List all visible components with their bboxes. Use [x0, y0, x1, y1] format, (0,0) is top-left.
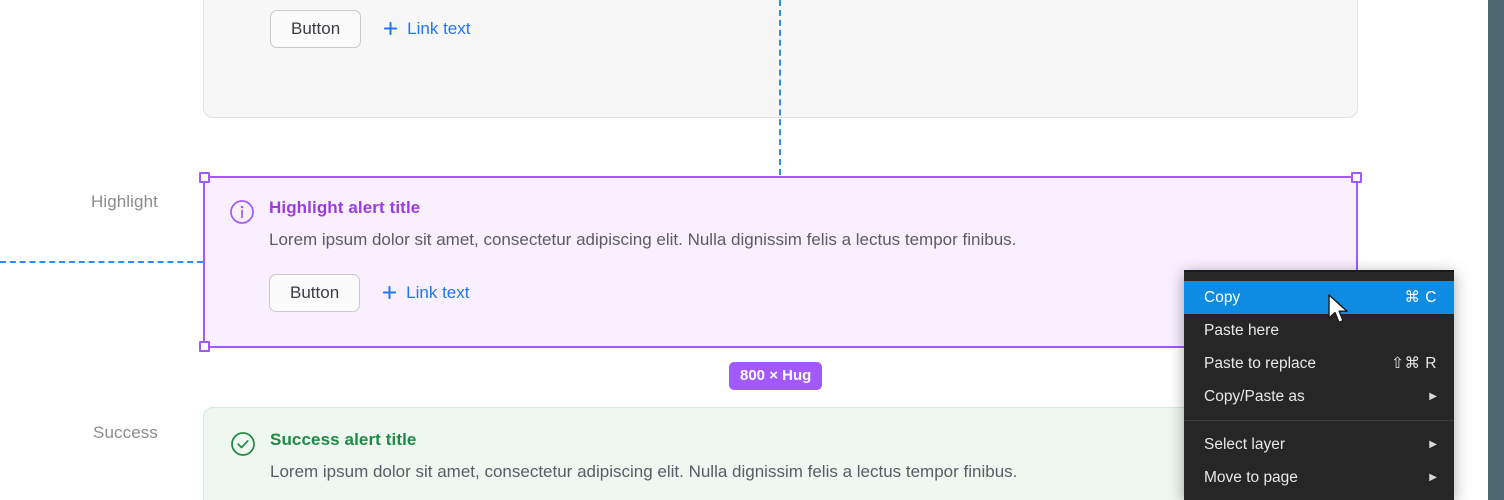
right-edge-strip	[1488, 0, 1504, 500]
menu-item-label: Paste to replace	[1204, 354, 1317, 372]
alert-content: Lorem ipsum dolor sit amet, consectetur …	[230, 0, 1331, 48]
plus-icon	[384, 21, 398, 36]
alert-link[interactable]: Link text	[383, 19, 470, 39]
context-menu[interactable]: Copy ⌘ C Paste here Paste to replace ⇧⌘ …	[1184, 270, 1454, 500]
alert-body: Lorem ipsum dolor sit amet, consectetur …	[270, 0, 1331, 48]
menu-item-shortcut: ⇧⌘ R	[1391, 355, 1437, 372]
row-label-success: Success	[93, 423, 158, 442]
menu-item-label: Paste here	[1204, 321, 1279, 339]
alert-description: Lorem ipsum dolor sit amet, consectetur …	[270, 462, 1018, 481]
menu-item-label: Move to page	[1204, 468, 1298, 486]
context-menu-item-move-to-page[interactable]: Move to page ▶	[1184, 461, 1454, 494]
alert-button[interactable]: Button	[270, 9, 362, 48]
alert-link-label: Link text	[407, 18, 471, 38]
context-menu-item-paste-to-replace[interactable]: Paste to replace ⇧⌘ R	[1184, 347, 1454, 380]
submenu-arrow-icon: ▶	[1429, 438, 1437, 450]
submenu-arrow-icon: ▶	[1429, 471, 1437, 483]
alert-actions: Button Link text	[269, 273, 1332, 312]
vertical-guide-line	[779, 0, 781, 175]
selection-size-badge: 800 × Hug	[729, 362, 823, 390]
menu-item-shortcut: ⌘ C	[1404, 289, 1437, 306]
mouse-cursor	[1328, 294, 1350, 331]
alert-title: Success alert title	[270, 430, 417, 449]
plus-icon	[383, 285, 397, 300]
context-menu-item-paste-here[interactable]: Paste here	[1184, 314, 1454, 347]
alert-card-success[interactable]: Success alert title Lorem ipsum dolor si…	[203, 407, 1358, 500]
alert-link-label: Link text	[406, 282, 470, 302]
alert-actions: Button Link text	[270, 9, 1331, 48]
context-menu-item-copy[interactable]: Copy ⌘ C	[1184, 281, 1454, 314]
alert-button[interactable]: Button	[269, 273, 361, 312]
horizontal-guide-line	[0, 261, 203, 263]
alert-card-highlight[interactable]: Highlight alert title Lorem ipsum dolor …	[203, 176, 1358, 348]
alert-description: Lorem ipsum dolor sit amet, consectetur …	[269, 230, 1017, 249]
menu-item-label: Copy	[1204, 288, 1241, 306]
alert-link[interactable]: Link text	[382, 283, 469, 303]
alert-content: Highlight alert title Lorem ipsum dolor …	[229, 198, 1332, 312]
row-label-highlight: Highlight	[90, 192, 158, 211]
alert-body: Highlight alert title Lorem ipsum dolor …	[269, 198, 1332, 312]
context-menu-item-select-layer[interactable]: Select layer ▶	[1184, 428, 1454, 461]
menu-item-label: Select layer	[1204, 435, 1285, 453]
menu-item-label: Copy/Paste as	[1204, 387, 1305, 405]
menu-separator	[1184, 420, 1454, 421]
info-circle-icon	[229, 199, 255, 225]
check-circle-icon	[230, 431, 256, 457]
submenu-arrow-icon: ▶	[1429, 390, 1437, 402]
alert-title: Highlight alert title	[269, 198, 421, 217]
context-menu-item-copy-paste-as[interactable]: Copy/Paste as ▶	[1184, 380, 1454, 413]
alert-content: Success alert title Lorem ipsum dolor si…	[230, 430, 1331, 485]
alert-body: Success alert title Lorem ipsum dolor si…	[270, 430, 1331, 485]
